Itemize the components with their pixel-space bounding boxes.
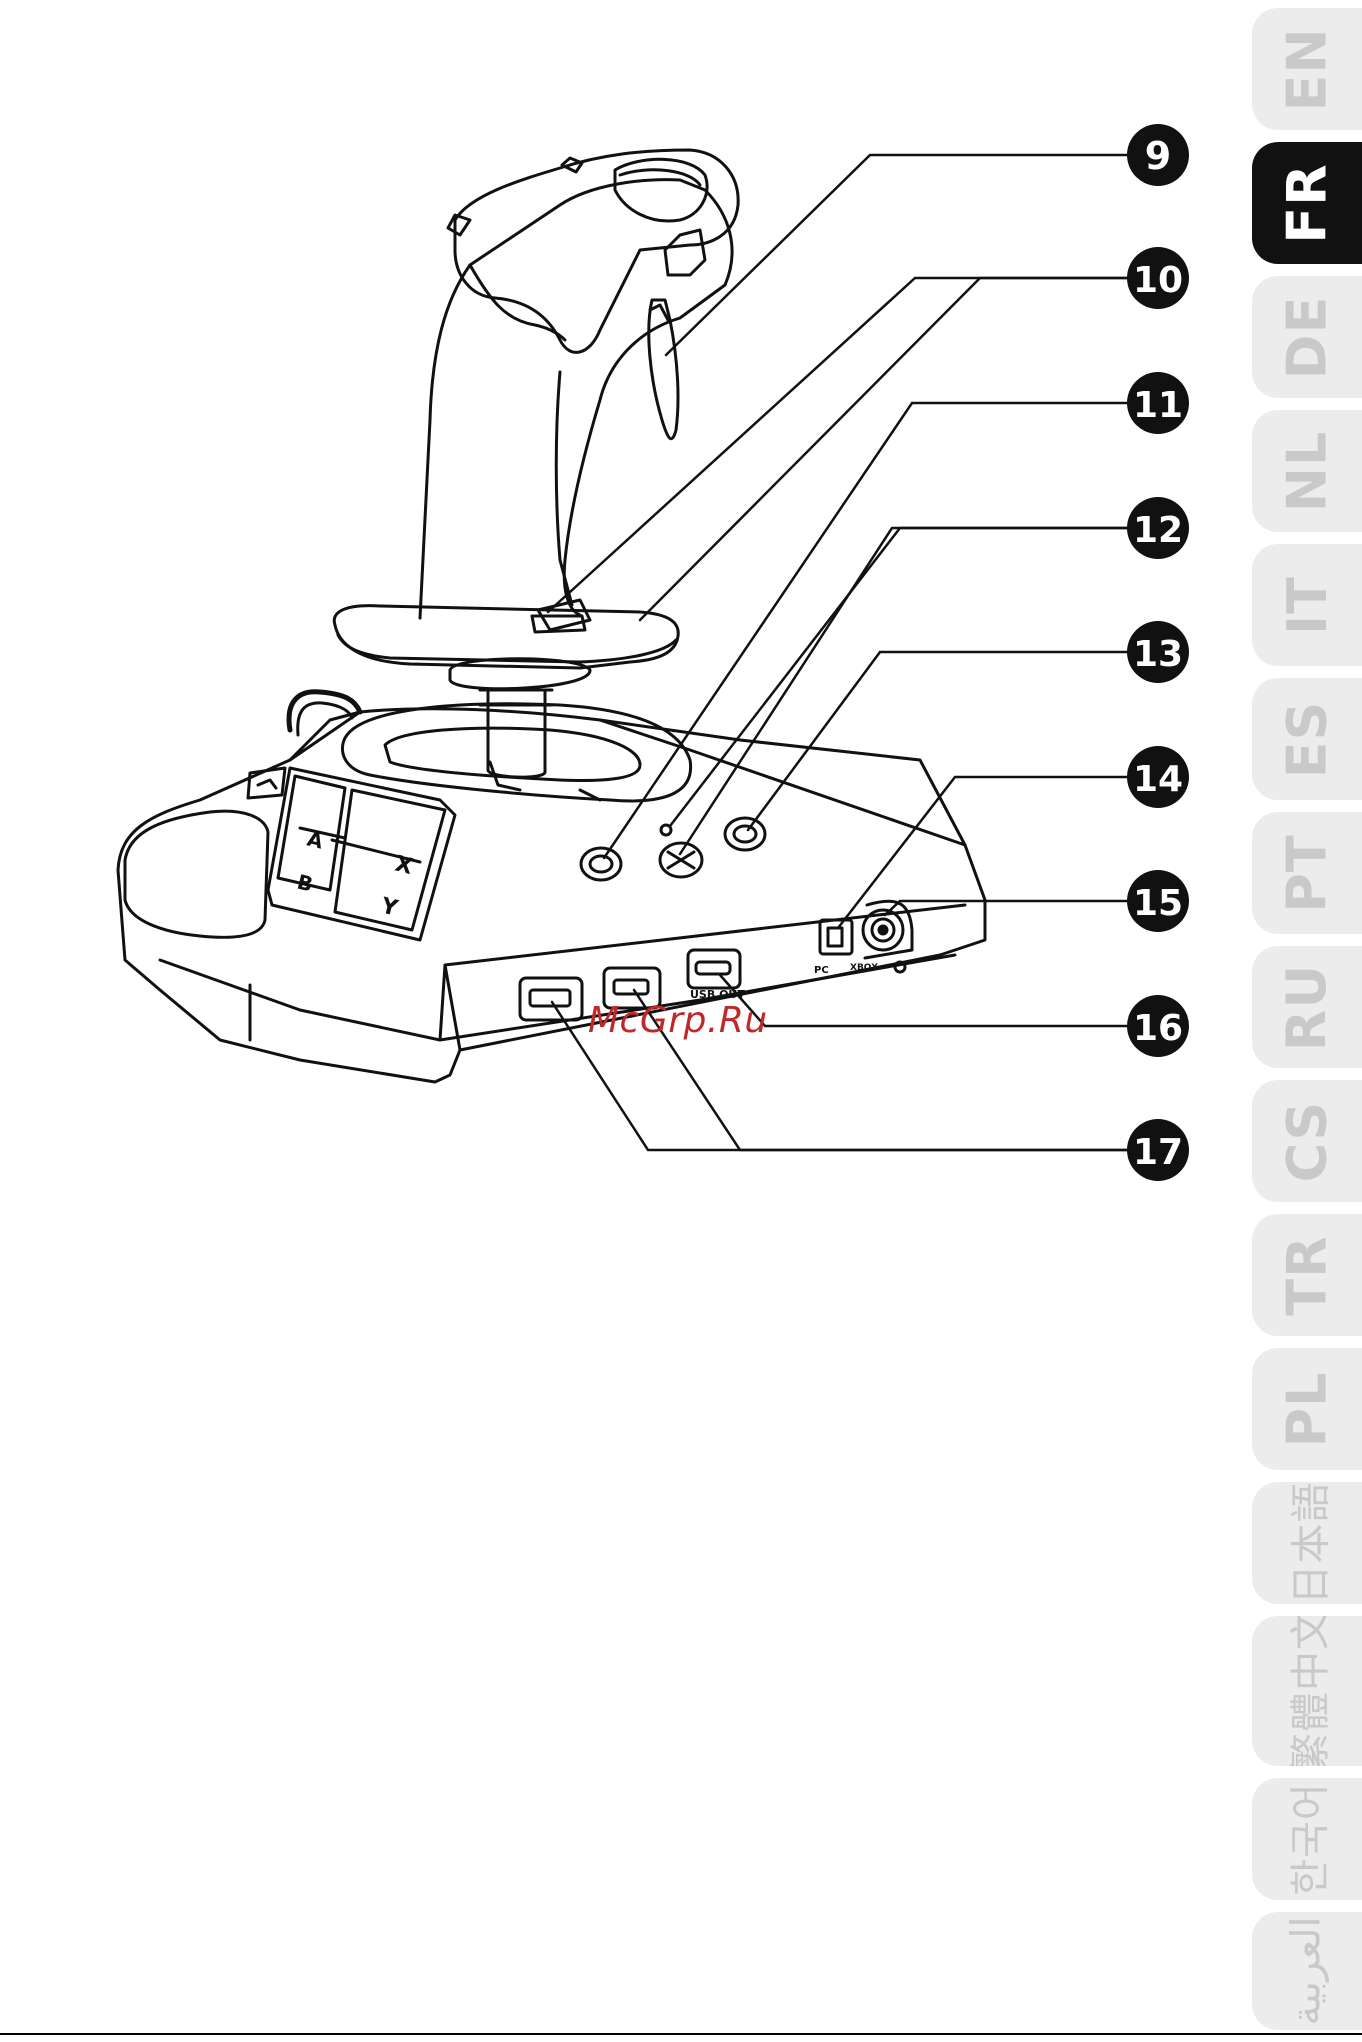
abxy-panel — [268, 768, 455, 940]
leader-line-13 — [748, 652, 1130, 830]
leader-line-10a — [548, 278, 1130, 612]
language-tab-tr[interactable]: TR — [1252, 1214, 1362, 1336]
language-tab-label: DE — [1276, 295, 1339, 379]
language-tab-label: CS — [1276, 1100, 1339, 1182]
language-tab-label: ES — [1276, 700, 1339, 778]
language-tab-zh-tw[interactable]: 繁體中文 — [1252, 1616, 1362, 1766]
language-tab-ar[interactable]: العربية — [1252, 1912, 1362, 2030]
callout-number-17: 17 — [1133, 1132, 1183, 1173]
gimbal-ring — [342, 704, 690, 801]
language-tab-bar: EN FR DE NL IT ES PT RU CS TR PL 日本語 繁體中… — [1252, 0, 1362, 2042]
callout-number-15: 15 — [1133, 883, 1183, 924]
language-tab-de[interactable]: DE — [1252, 276, 1362, 398]
language-tab-fr[interactable]: FR — [1252, 142, 1362, 264]
view-button — [725, 818, 765, 850]
language-tab-label: PT — [1275, 834, 1338, 912]
callout-badges: 9 10 11 12 13 14 15 16 17 — [1127, 124, 1189, 1181]
button-label-y: Y — [378, 893, 402, 922]
language-tab-ja[interactable]: 日本語 — [1252, 1482, 1362, 1604]
leader-line-12b — [680, 528, 1130, 854]
language-tab-ko[interactable]: 한국어 — [1252, 1778, 1362, 1900]
leader-line-15 — [885, 901, 1130, 915]
bottom-rule — [0, 2033, 1362, 2035]
mode-button — [581, 848, 621, 880]
callout-number-12: 12 — [1133, 510, 1183, 551]
callout-number-14: 14 — [1133, 759, 1183, 800]
callout-number-9: 9 — [1145, 134, 1171, 178]
language-tab-label: NL — [1275, 430, 1338, 512]
leader-line-11 — [604, 403, 1130, 858]
pc-xbox-switch — [820, 920, 852, 954]
language-tab-nl[interactable]: NL — [1252, 410, 1362, 532]
joystick-diagram: A B X Y USB OUT PC XBOX 9 10 11 12 13 14… — [0, 0, 1245, 1260]
callout-number-10: 10 — [1133, 260, 1183, 301]
language-tab-es[interactable]: ES — [1252, 678, 1362, 800]
language-tab-label: 繁體中文 — [1278, 1616, 1336, 1766]
port-label-xbox: XBOX — [850, 963, 878, 973]
language-tab-it[interactable]: IT — [1252, 544, 1362, 666]
language-tab-cs[interactable]: CS — [1252, 1080, 1362, 1202]
callout-number-11: 11 — [1133, 385, 1183, 426]
language-tab-label: TR — [1275, 1235, 1338, 1315]
watermark: McGrp.Ru — [588, 1000, 768, 1041]
language-tab-label: IT — [1276, 576, 1339, 635]
leader-line-10b — [640, 278, 1130, 620]
port-label-pc: PC — [814, 965, 829, 976]
language-tab-label: 한국어 — [1278, 1782, 1336, 1895]
language-tab-label: PL — [1276, 1371, 1339, 1447]
language-tab-label: FR — [1276, 163, 1339, 243]
top-button-left — [448, 215, 470, 235]
language-tab-label: 日本語 — [1278, 1482, 1336, 1604]
callout-number-13: 13 — [1133, 634, 1183, 675]
language-tab-label: العربية — [1284, 1916, 1330, 2025]
callout-number-16: 16 — [1133, 1008, 1183, 1049]
language-tab-pt[interactable]: PT — [1252, 812, 1362, 934]
leader-line-12a — [670, 528, 1130, 826]
language-tab-en[interactable]: EN — [1252, 8, 1362, 130]
language-tab-label: RU — [1276, 963, 1339, 1050]
leader-line-16 — [720, 975, 1130, 1026]
button-label-b: B — [295, 870, 316, 897]
language-tab-pl[interactable]: PL — [1252, 1348, 1362, 1470]
pinky-switch — [665, 230, 705, 275]
language-tab-label: EN — [1276, 27, 1339, 111]
base-left-wing — [125, 811, 268, 937]
language-tab-ru[interactable]: RU — [1252, 946, 1362, 1068]
